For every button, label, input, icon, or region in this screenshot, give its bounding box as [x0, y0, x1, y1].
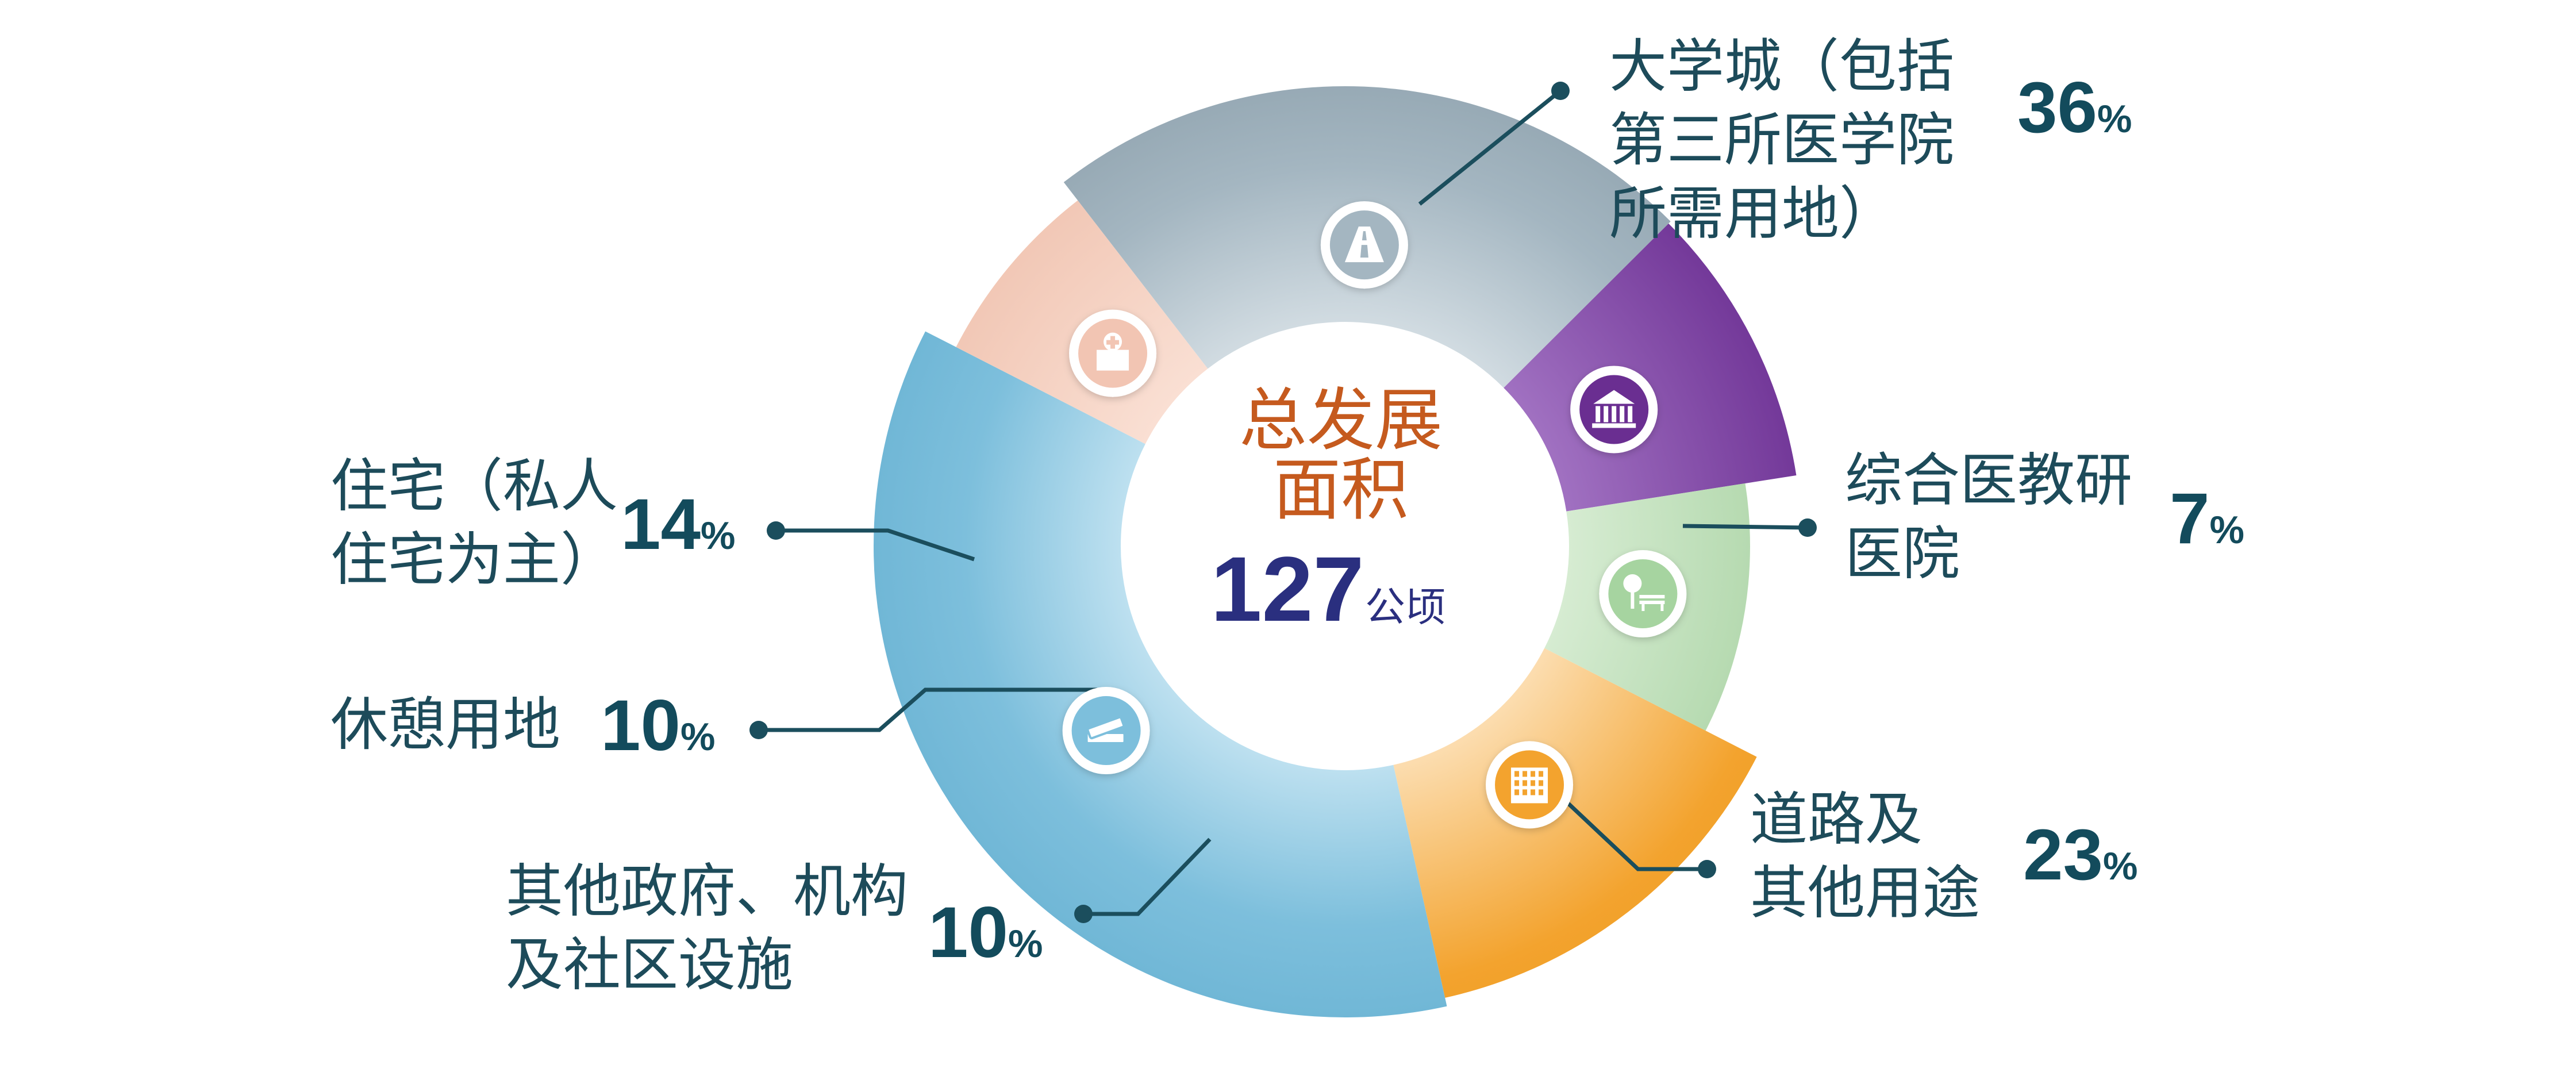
leader-dot-4	[749, 721, 768, 739]
slice-icons	[1062, 201, 1687, 829]
books-icon	[1062, 687, 1150, 775]
leader-dot-2	[1698, 860, 1716, 878]
leader-line-0	[1418, 89, 1562, 206]
center-total-value: 127	[1211, 537, 1364, 640]
slice-label-5-line-1: 住宅为主）	[330, 526, 618, 593]
leader-dot-1	[1798, 518, 1817, 537]
center-title-line1: 总发展	[1239, 381, 1443, 460]
slice-1	[956, 200, 1208, 444]
hospital-icon	[1069, 309, 1157, 397]
government-building-icon	[1570, 366, 1658, 454]
center-title-line2: 面积	[1273, 450, 1409, 529]
slice-percent-sign-3: %	[1008, 922, 1043, 966]
slice-percent-sign-5: %	[701, 514, 735, 558]
leader-line-3	[1083, 837, 1212, 916]
slice-percent-sign-1: %	[2210, 508, 2244, 552]
slice-percent-sign-2: %	[2103, 844, 2137, 888]
slice-percent-1: 7%	[2170, 479, 2244, 559]
slice-label-0-line-2: 所需用地）	[1609, 180, 1897, 247]
leader-line-1	[1682, 524, 1808, 530]
slice-percent-0: 36%	[2017, 68, 2132, 148]
slice-label-5-line-0: 住宅（私人	[330, 452, 618, 520]
slice-label-0-line-0: 大学城（包括	[1609, 33, 1954, 100]
slice-3	[1504, 223, 1797, 512]
leader-dot-0	[1551, 82, 1570, 100]
slice-5	[1393, 648, 1757, 998]
slice-label-4-line-0: 休憩用地	[330, 691, 560, 758]
leader-line-5	[776, 528, 975, 562]
leader-line-4	[759, 687, 1109, 732]
center-label: 总发展 面积 127 公顷	[1211, 381, 1445, 640]
park-bench-icon	[1599, 550, 1687, 638]
slice-percent-sign-4: %	[680, 715, 715, 759]
center-total-unit: 公顷	[1365, 583, 1445, 631]
slice-label-3-line-0: 其他政府、机构	[506, 858, 908, 925]
slice-label-1-line-1: 医院	[1845, 520, 1960, 587]
slice-0	[874, 331, 1447, 1018]
slice-label-3-line-1: 及社区设施	[506, 931, 793, 998]
slice-percent-4: 10%	[601, 686, 716, 766]
residential-building-icon	[1486, 741, 1574, 829]
slice-percent-3: 10%	[928, 893, 1043, 973]
slice-percent-2: 23%	[2023, 815, 2138, 895]
slice-percent-sign-0: %	[2097, 97, 2132, 141]
slice-label-0-line-1: 第三所医学院	[1609, 106, 1954, 174]
leader-dot-5	[767, 521, 785, 540]
slice-label-1-line-0: 综合医教研	[1845, 447, 2132, 514]
leader-dot-3	[1074, 905, 1093, 923]
slice-label-2-line-0: 道路及	[1750, 786, 1923, 853]
slice-label-2-line-1: 其他用途	[1750, 859, 1980, 927]
slice-percent-5: 14%	[621, 485, 736, 564]
road-icon	[1320, 201, 1408, 289]
